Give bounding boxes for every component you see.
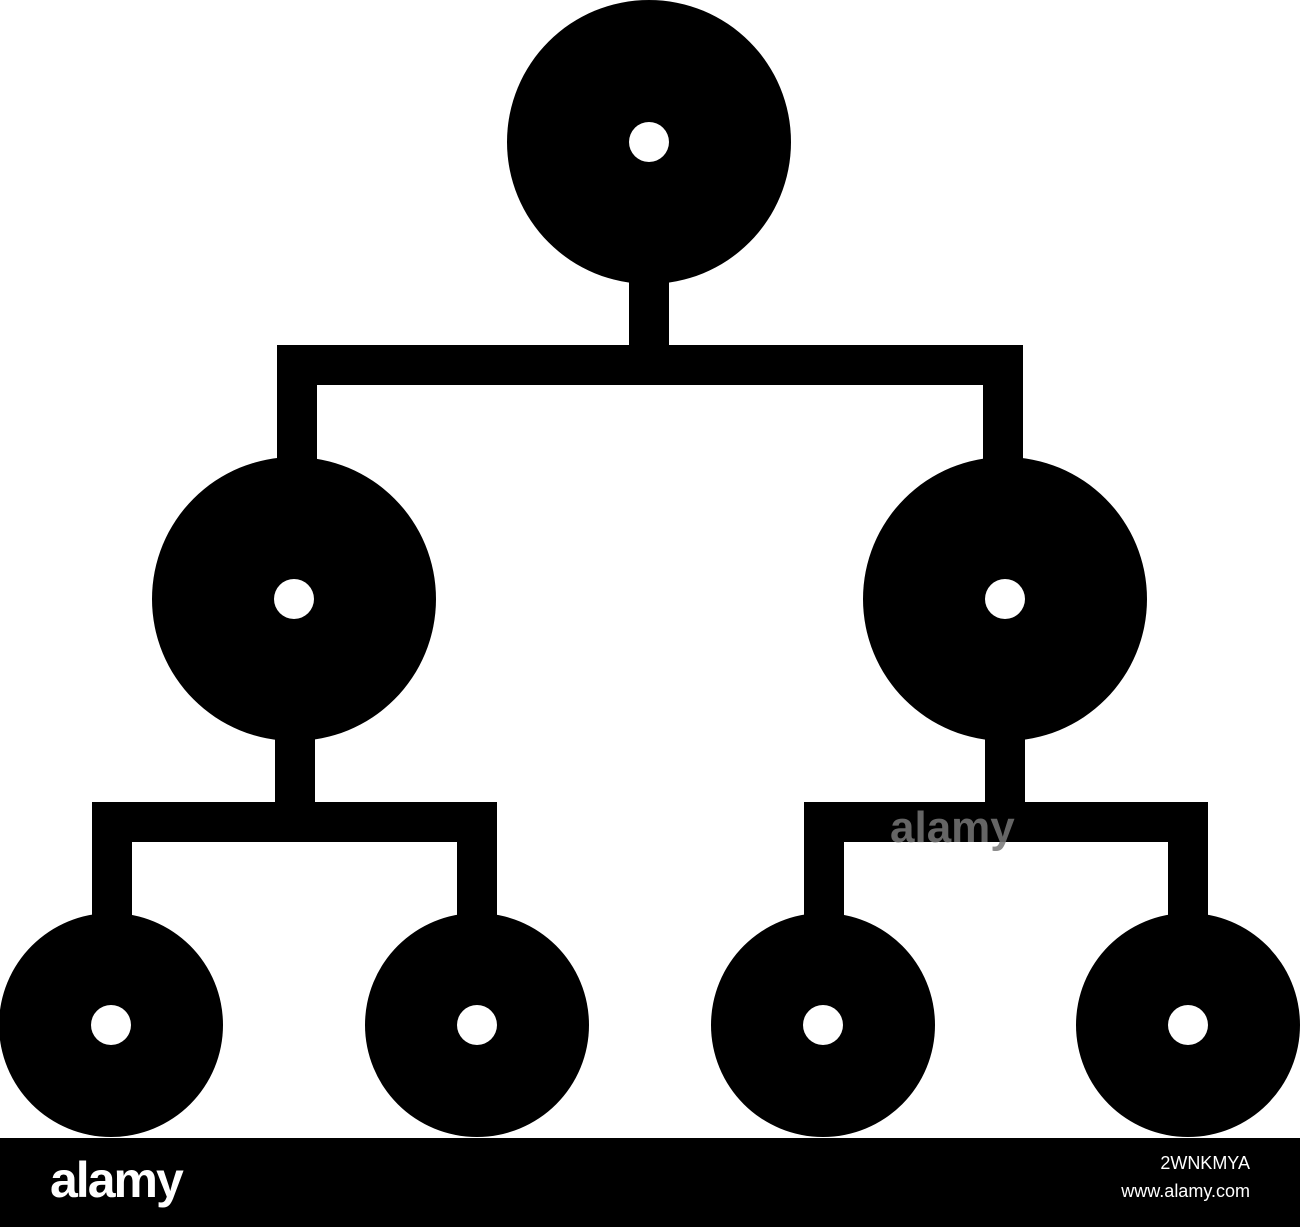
tree-nodes (0, 0, 1300, 1137)
footer-logo: alamy (50, 1152, 184, 1208)
footer-url: www.alamy.com (1121, 1181, 1250, 1201)
leaf-node-3 (711, 913, 935, 1137)
footer-image-id: 2WNKMYA (1160, 1153, 1250, 1173)
watermark-text: alamy (890, 803, 1015, 852)
connector-lines (92, 280, 1208, 922)
mid-node-right (863, 457, 1147, 741)
footer-bar (0, 1138, 1300, 1227)
leaf-node-1 (0, 913, 223, 1137)
leaf-node-4 (1076, 913, 1300, 1137)
root-node (507, 0, 791, 284)
mid-node-left (152, 457, 436, 741)
leaf-node-2 (365, 913, 589, 1137)
